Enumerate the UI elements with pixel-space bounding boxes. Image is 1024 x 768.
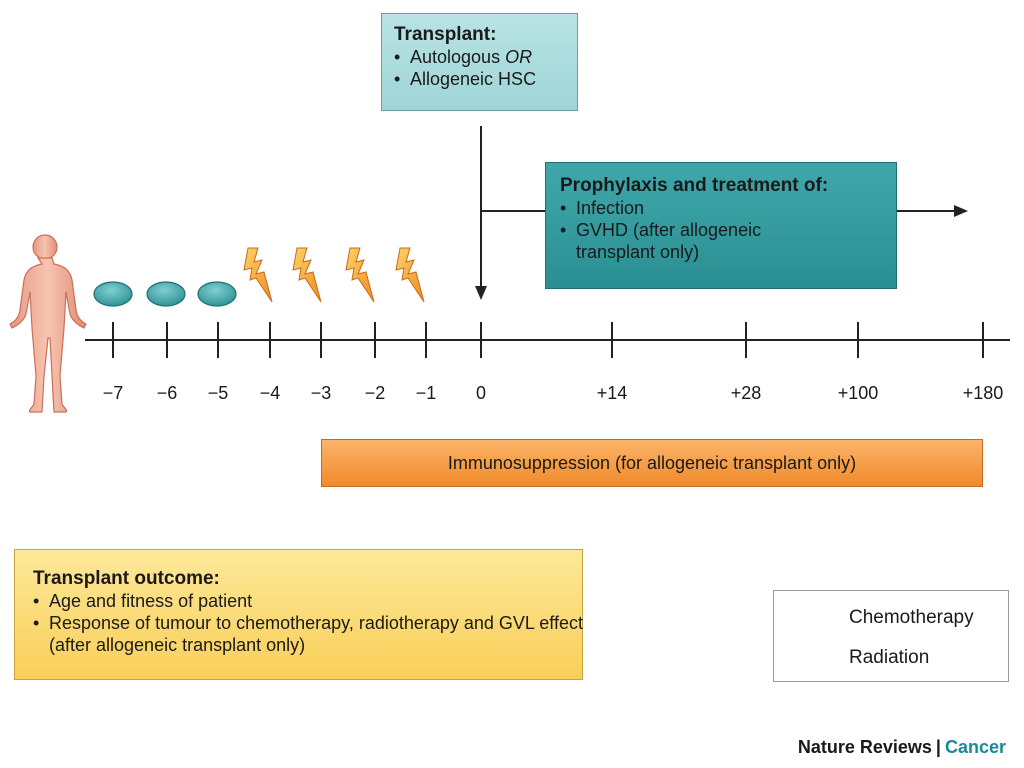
timeline-ticks <box>112 322 984 358</box>
prophylaxis-title: Prophylaxis and treatment of: <box>560 175 829 196</box>
outcome-item-response: Response of tumour to chemotherapy, radi… <box>33 612 584 656</box>
chemotherapy-markers <box>93 281 237 307</box>
legend-box: Chemotherapy Radiation <box>773 590 1009 682</box>
tick-label: +28 <box>730 383 762 403</box>
tick-label: +14 <box>596 383 628 403</box>
tick-label: −2 <box>364 383 386 403</box>
transplant-outcome-box: Transplant outcome: Age and fitness of p… <box>14 549 583 680</box>
credit-separator: | <box>935 737 941 757</box>
radiation-bolt-icon <box>345 247 375 303</box>
prophylaxis-item-infection: Infection <box>560 197 882 219</box>
journal-section: Cancer <box>944 737 1006 757</box>
legend-radiation-label: Radiation <box>849 647 930 668</box>
radiation-markers <box>243 247 425 303</box>
chemo-icon <box>197 281 237 307</box>
legend-chemotherapy-label: Chemotherapy <box>849 607 974 628</box>
prophylaxis-box: Prophylaxis and treatment of: Infection … <box>545 162 897 289</box>
prophylaxis-arrow <box>481 205 968 217</box>
tick-label: −7 <box>102 383 124 403</box>
tick-label: −6 <box>156 383 178 403</box>
outcome-title: Transplant outcome: <box>33 568 220 589</box>
chemo-icon <box>146 281 186 307</box>
immunosuppression-bar: Immunosuppression (for allogeneic transp… <box>321 439 983 487</box>
tick-label: +100 <box>837 383 879 403</box>
patient-figure-icon <box>9 234 87 413</box>
transplant-arrow <box>475 126 487 300</box>
transplant-box: Transplant: Autologous OR Allogeneic HSC <box>381 13 578 111</box>
radiation-bolt-icon <box>243 247 273 303</box>
tick-label: +180 <box>962 383 1004 403</box>
transplant-title: Transplant: <box>394 24 497 45</box>
chemo-icon <box>93 281 133 307</box>
tick-label: −1 <box>415 383 437 403</box>
immunosuppression-label: Immunosuppression (for allogeneic transp… <box>447 452 857 473</box>
journal-credit: Nature Reviews|Cancer <box>798 737 1006 758</box>
tick-label: −5 <box>207 383 229 403</box>
tick-label: −4 <box>259 383 281 403</box>
journal-name: Nature Reviews <box>797 737 932 757</box>
tick-label: −3 <box>310 383 332 403</box>
radiation-bolt-icon <box>395 247 425 303</box>
transplant-item-autologous: Autologous OR <box>394 46 565 68</box>
transplant-item-allogeneic: Allogeneic HSC <box>394 68 565 90</box>
outcome-item-age: Age and fitness of patient <box>33 590 564 612</box>
radiation-bolt-icon <box>292 247 322 303</box>
tick-label: 0 <box>475 383 487 403</box>
prophylaxis-item-gvhd: GVHD (after allogeneic transplant only) <box>560 219 836 263</box>
